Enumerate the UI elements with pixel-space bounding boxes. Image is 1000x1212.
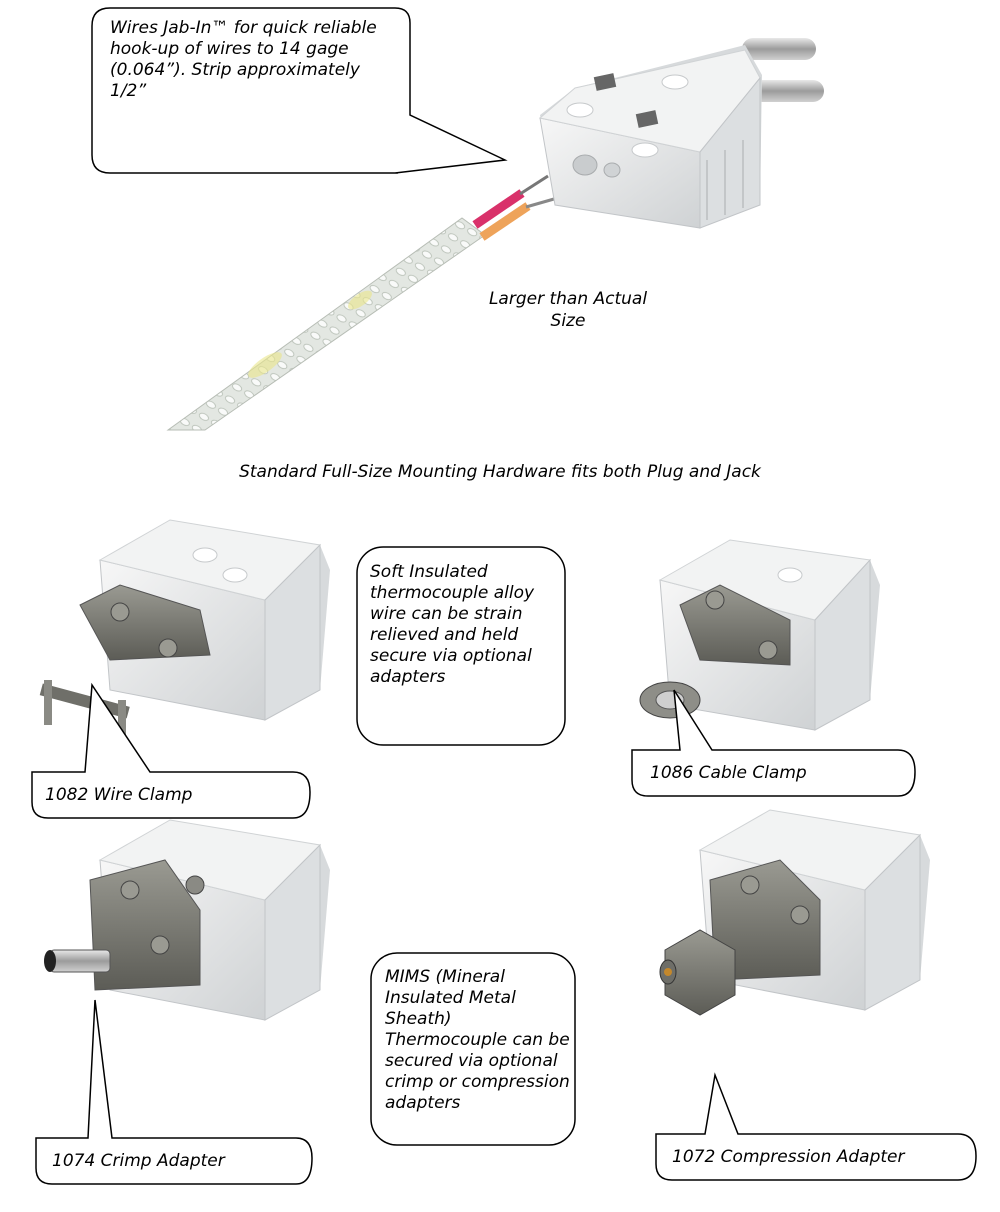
cable-clamp-label-bubble	[631, 689, 916, 797]
mims-bubble	[370, 952, 576, 1146]
mims-callout: MIMS (Mineral Insulated Metal Sheath) Th…	[385, 967, 570, 1113]
compression-adapter-label-bubble	[655, 1072, 977, 1181]
wire-clamp-connector-illustration	[39, 519, 330, 745]
crimp-adapter-label: 1074 Crimp Adapter	[52, 1151, 225, 1171]
crimp-adapter-connector-illustration	[44, 819, 330, 1021]
soft-wire-bubble	[356, 546, 566, 746]
jab-in-callout: Wires Jab-In™ for quick reliable hook-up…	[110, 18, 377, 101]
thermocouple-cable-illustration	[166, 174, 576, 431]
mounting-caption: Standard Full-Size Mounting Hardware fit…	[239, 462, 761, 482]
thermocouple-plug-illustration	[538, 38, 824, 229]
wire-clamp-label-bubble	[31, 682, 311, 819]
size-note: Larger than Actual Size	[488, 289, 648, 331]
cable-clamp-label: 1086 Cable Clamp	[650, 763, 807, 783]
wire-clamp-label: 1082 Wire Clamp	[45, 785, 193, 805]
compression-adapter-connector-illustration	[659, 809, 930, 1016]
compression-adapter-label: 1072 Compression Adapter	[672, 1147, 905, 1167]
crimp-adapter-label-bubble	[35, 999, 313, 1185]
cable-clamp-connector-illustration	[639, 539, 880, 731]
soft-wire-callout: Soft Insulated thermocouple alloy wire c…	[370, 562, 535, 687]
jab-in-bubble	[91, 7, 508, 174]
